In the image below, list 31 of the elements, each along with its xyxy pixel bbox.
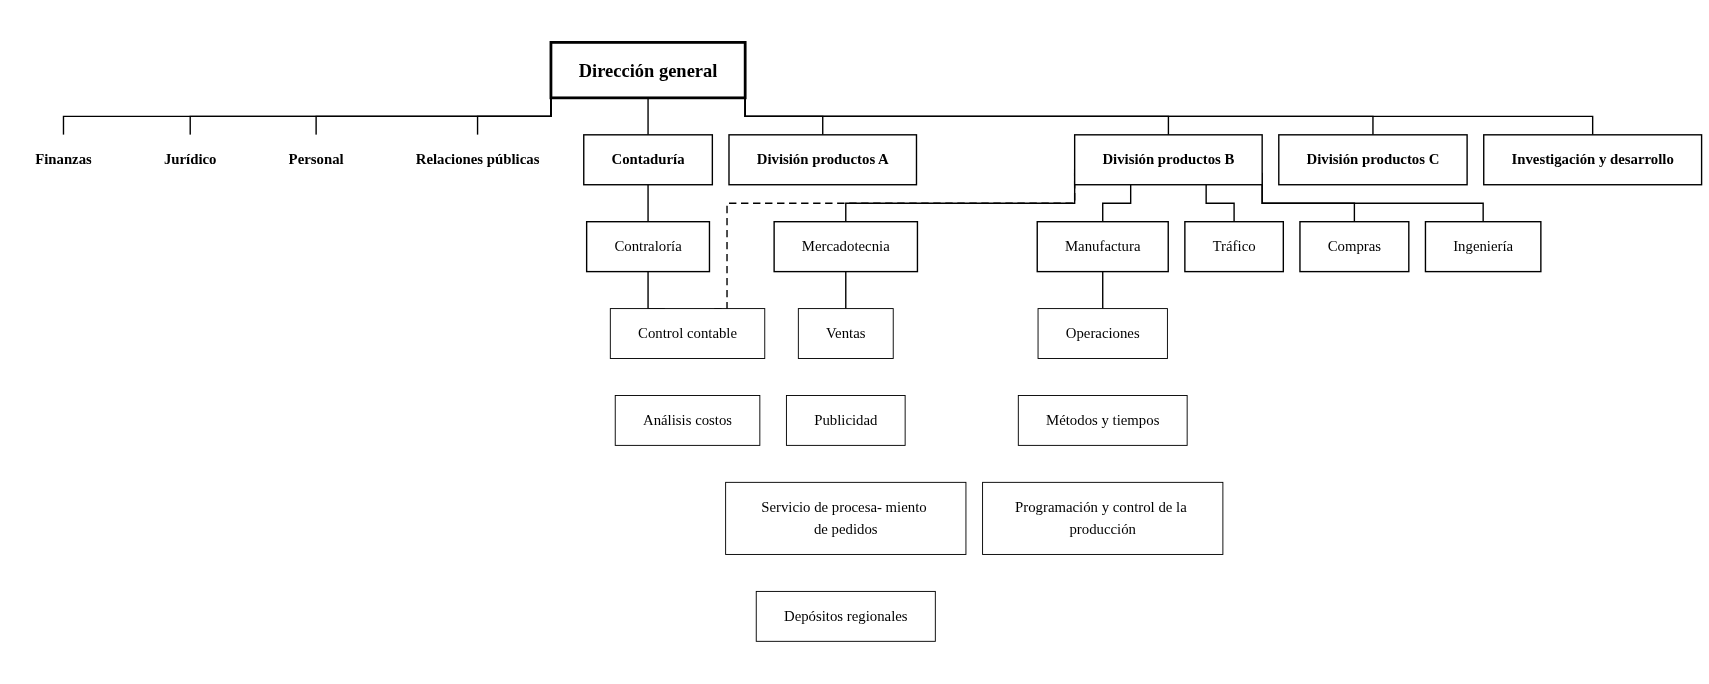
node-text: Relaciones públicas: [415, 151, 540, 168]
node-box: División productos B: [1073, 134, 1263, 186]
node-box: Contraloría: [585, 221, 711, 273]
node-box: Servicio de procesa- miento de pedidos: [725, 482, 967, 556]
node-box: Operaciones: [1037, 308, 1168, 360]
connector: [647, 184, 649, 223]
node-box: Publicidad: [785, 395, 906, 446]
node-box: Dirección general: [549, 41, 747, 100]
node-box: Tráfico: [1184, 221, 1284, 273]
connector: [1205, 184, 1235, 223]
node-text: Finanzas: [35, 151, 92, 168]
node-text: Jurídico: [163, 151, 217, 168]
node-box: Análisis costos: [614, 395, 761, 446]
node-box: Investigación y desarrollo: [1483, 134, 1703, 186]
node-box: Mercadotecnia: [773, 221, 919, 273]
node-text: Personal: [288, 151, 344, 168]
node-box: Ingeniería: [1424, 221, 1542, 273]
node-box: Control contable: [609, 308, 766, 360]
node-box: Contaduría: [583, 134, 714, 186]
node-box: Manufactura: [1036, 221, 1169, 273]
connector: [845, 271, 847, 310]
node-box: Depósitos regionales: [755, 591, 936, 642]
node-box: Métodos y tiempos: [1017, 395, 1188, 446]
node-box: Compras: [1299, 221, 1410, 273]
node-box: Ventas: [797, 308, 894, 360]
node-box: División productos A: [728, 134, 918, 186]
node-box: División productos C: [1278, 134, 1468, 186]
node-box: Programación y control de la producción: [982, 482, 1224, 556]
connector: [647, 97, 649, 136]
connector: [1102, 184, 1132, 223]
connector: [1102, 271, 1104, 310]
